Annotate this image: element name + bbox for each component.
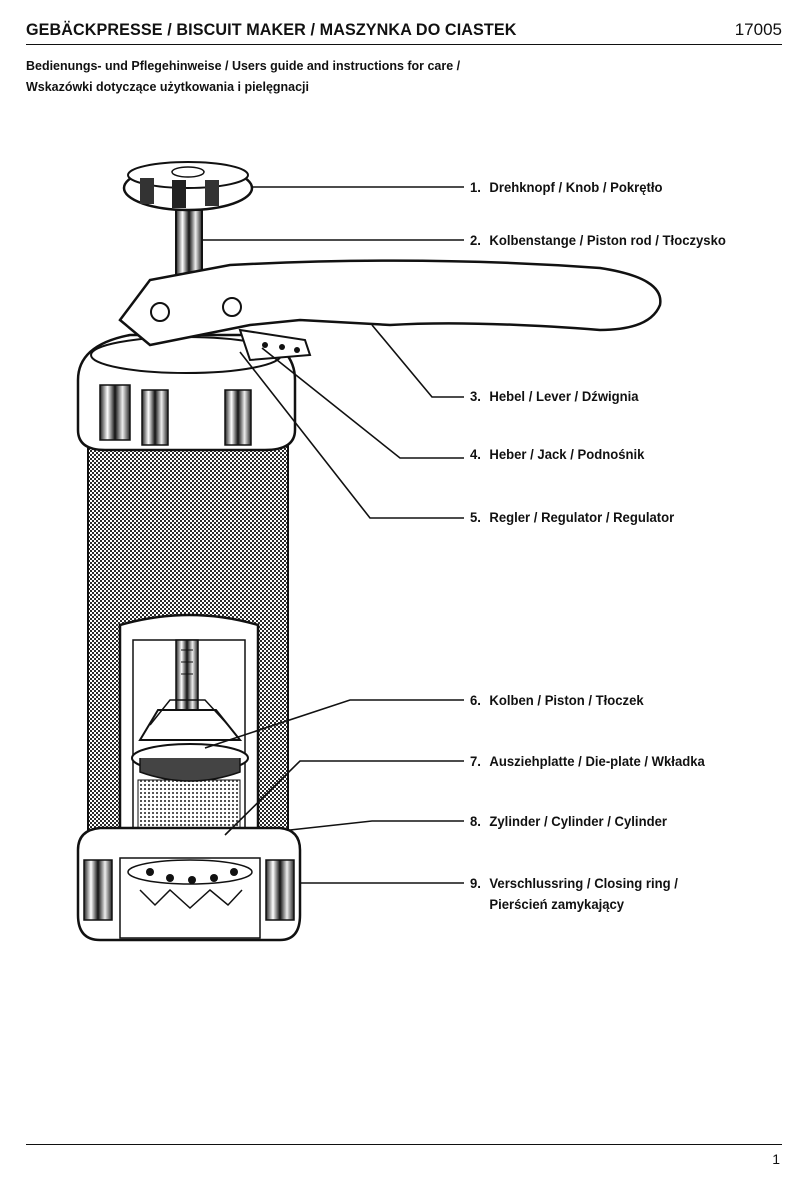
document-number: 17005 bbox=[734, 20, 782, 39]
part-label-2: 2. Kolbenstange / Piston rod / Tłoczysko bbox=[470, 230, 726, 251]
leader-line-5 bbox=[239, 351, 464, 519]
part-number: 4. bbox=[470, 447, 481, 462]
part-name: Regler / Regulator / Regulator bbox=[489, 510, 675, 525]
part-name: Verschlussring / Closing ring / bbox=[489, 876, 678, 891]
lever bbox=[118, 259, 662, 362]
part-number: 6. bbox=[470, 693, 481, 708]
part-name: Drehknopf / Knob / Pokrętło bbox=[489, 180, 663, 195]
part-name: Kolben / Piston / Tłoczek bbox=[489, 693, 644, 708]
leader-line-7 bbox=[224, 760, 464, 836]
part-number: 2. bbox=[470, 233, 481, 248]
part-label-5: 5. Regler / Regulator / Regulator bbox=[470, 507, 674, 528]
part-label-4: 4. Heber / Jack / Podnośnik bbox=[470, 444, 644, 465]
subtitle-line-2: Wskazówki dotyczące użytkowania i pielęg… bbox=[26, 79, 309, 94]
part-number: 5. bbox=[470, 510, 481, 525]
part-name: Zylinder / Cylinder / Cylinder bbox=[489, 814, 667, 829]
part-label-7: 7. Ausziehplatte / Die-plate / Wkładka bbox=[470, 751, 705, 772]
header-divider bbox=[26, 44, 782, 45]
document-title: GEBÄCKPRESSE / BISCUIT MAKER / MASZYNKA … bbox=[26, 20, 517, 39]
part-number: 7. bbox=[470, 754, 481, 769]
piston-assembly bbox=[131, 639, 249, 782]
part-number: 9. bbox=[470, 876, 481, 891]
part-name-continued: Pierścień zamykający bbox=[489, 897, 625, 912]
top-ring bbox=[76, 333, 297, 452]
footer-divider bbox=[26, 1144, 782, 1145]
part-label-8: 8. Zylinder / Cylinder / Cylinder bbox=[470, 811, 667, 832]
part-label-1: 1. Drehknopf / Knob / Pokrętło bbox=[470, 177, 663, 198]
leader-lines bbox=[202, 186, 464, 884]
part-number: 1. bbox=[470, 180, 481, 195]
part-label-6: 6. Kolben / Piston / Tłoczek bbox=[470, 690, 644, 711]
page-number: 1 bbox=[772, 1151, 780, 1167]
part-name: Heber / Jack / Podnośnik bbox=[489, 447, 645, 462]
leader-line-3 bbox=[371, 324, 464, 398]
part-name: Kolbenstange / Piston rod / Tłoczysko bbox=[489, 233, 726, 248]
part-number: 8. bbox=[470, 814, 481, 829]
part-name: Hebel / Lever / Dźwignia bbox=[489, 389, 639, 404]
closing-ring bbox=[76, 826, 302, 942]
part-label-3: 3. Hebel / Lever / Dźwignia bbox=[470, 386, 639, 407]
leader-line-8 bbox=[289, 820, 464, 831]
document-subtitle: Bedienungs- und Pflegehinweise / Users g… bbox=[26, 55, 460, 97]
leader-line-4 bbox=[261, 347, 464, 459]
subtitle-line-1: Bedienungs- und Pflegehinweise / Users g… bbox=[26, 58, 461, 73]
leader-line-6 bbox=[204, 699, 464, 749]
part-label-9: 9. Verschlussring / Closing ring / Pierśc… bbox=[470, 873, 678, 915]
part-number: 3. bbox=[470, 389, 481, 404]
part-name: Ausziehplatte / Die-plate / Wkładka bbox=[489, 754, 705, 769]
